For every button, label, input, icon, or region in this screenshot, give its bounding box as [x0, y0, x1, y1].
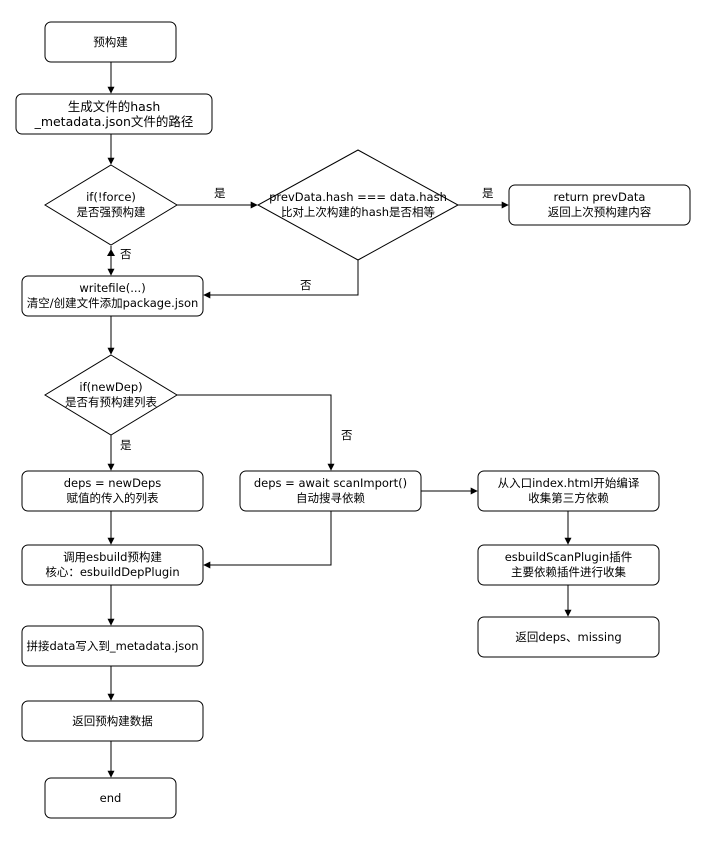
end-node-text: end [45, 778, 176, 818]
writefile-line1: writefile(...) [79, 281, 146, 295]
end-label: end [99, 790, 122, 805]
label-force-no: 否 [120, 247, 132, 261]
edge-hash-writefile [203, 260, 359, 299]
scan-import-line2: 自动搜寻依赖 [296, 491, 365, 505]
check-force-decision [44, 164, 178, 246]
scan-plugin-line1: esbuildScanPlugin插件 [504, 550, 633, 564]
start-label: 预构建 [93, 34, 128, 49]
call-esbuild-node [21, 544, 204, 586]
return-data-text: 返回预构建数据 [22, 701, 203, 741]
check-hash-text: prevData.hash === data.hash 比对上次构建的hash是… [258, 185, 458, 225]
label-force-yes: 是 [214, 186, 226, 200]
check-hash-line2: 比对上次构建的hash是否相等 [280, 205, 436, 219]
gen-path-line1: 生成文件的hash [67, 99, 161, 114]
scan-import-line1: deps = await scanImport() [253, 476, 408, 490]
assign-deps-line1: deps = newDeps [63, 476, 162, 490]
assign-deps-text: deps = newDeps 赋值的传入的列表 [22, 471, 203, 511]
gen-path-line2: _metadata.json文件的路径 [34, 114, 194, 129]
writefile-line2: 清空/创建文件添加package.json [26, 296, 199, 310]
check-newdep-text: if(newDep) 是否有预构建列表 [45, 375, 177, 415]
return-data-line1: 返回预构建数据 [72, 713, 153, 728]
check-newdep-line2: 是否有预构建列表 [65, 395, 157, 409]
check-hash-line1: prevData.hash === data.hash [269, 190, 447, 204]
return-prev-text: return prevData 返回上次预构建内容 [509, 185, 690, 225]
scan-import-text: deps = await scanImport() 自动搜寻依赖 [240, 471, 421, 511]
edge-scan-esbuild [203, 511, 332, 569]
check-force-line2: 是否强预构建 [76, 205, 146, 219]
check-newdep-line1: if(newDep) [79, 380, 143, 394]
return-prev-node [508, 184, 691, 226]
label-hash-yes: 是 [482, 186, 494, 200]
writefile-text: writefile(...) 清空/创建文件添加package.json [22, 276, 203, 316]
write-meta-line1: 拼接data写入到_metadata.json [26, 638, 199, 653]
call-esbuild-line2: 核心：esbuildDepPlugin [45, 565, 180, 579]
return-deps-text: 返回deps、missing [478, 617, 659, 657]
return-data-node [21, 700, 204, 742]
label-hash-no: 否 [300, 278, 312, 292]
return-prev-line2: 返回上次预构建内容 [547, 205, 652, 219]
label-newdep-no: 否 [341, 428, 353, 442]
gen-path-node-text: 生成文件的hash _metadata.json文件的路径 [16, 94, 212, 134]
gen-path-node [15, 93, 213, 135]
return-prev-line1: return prevData [553, 190, 646, 204]
edge-newdep-scan [177, 394, 335, 471]
check-force-text: if(!force) 是否强预构建 [45, 185, 177, 225]
scan-plugin-text: esbuildScanPlugin插件 主要依赖插件进行收集 [478, 545, 659, 585]
from-entry-text: 从入口index.html开始编译 收集第三方依赖 [478, 471, 659, 511]
call-esbuild-line1: 调用esbuild预构建 [63, 550, 162, 564]
assign-deps-node [21, 470, 204, 512]
start-node-text: 预构建 [45, 22, 176, 62]
from-entry-line2: 收集第三方依赖 [528, 491, 609, 505]
return-deps-line1: 返回deps、missing [515, 629, 622, 644]
edge-force-back-arrowhead [107, 249, 115, 256]
call-esbuild-text: 调用esbuild预构建 核心：esbuildDepPlugin [22, 545, 203, 585]
write-meta-text: 拼接data写入到_metadata.json [22, 626, 203, 666]
end-node [44, 777, 177, 819]
label-newdep-yes: 是 [120, 438, 132, 452]
scan-plugin-line2: 主要依赖插件进行收集 [511, 565, 626, 579]
write-meta-node [21, 625, 204, 667]
return-deps-node [477, 616, 660, 658]
writefile-node [21, 275, 204, 317]
check-force-line1: if(!force) [86, 190, 136, 204]
assign-deps-line2: 赋值的传入的列表 [66, 491, 159, 505]
from-entry-line1: 从入口index.html开始编译 [497, 476, 640, 490]
